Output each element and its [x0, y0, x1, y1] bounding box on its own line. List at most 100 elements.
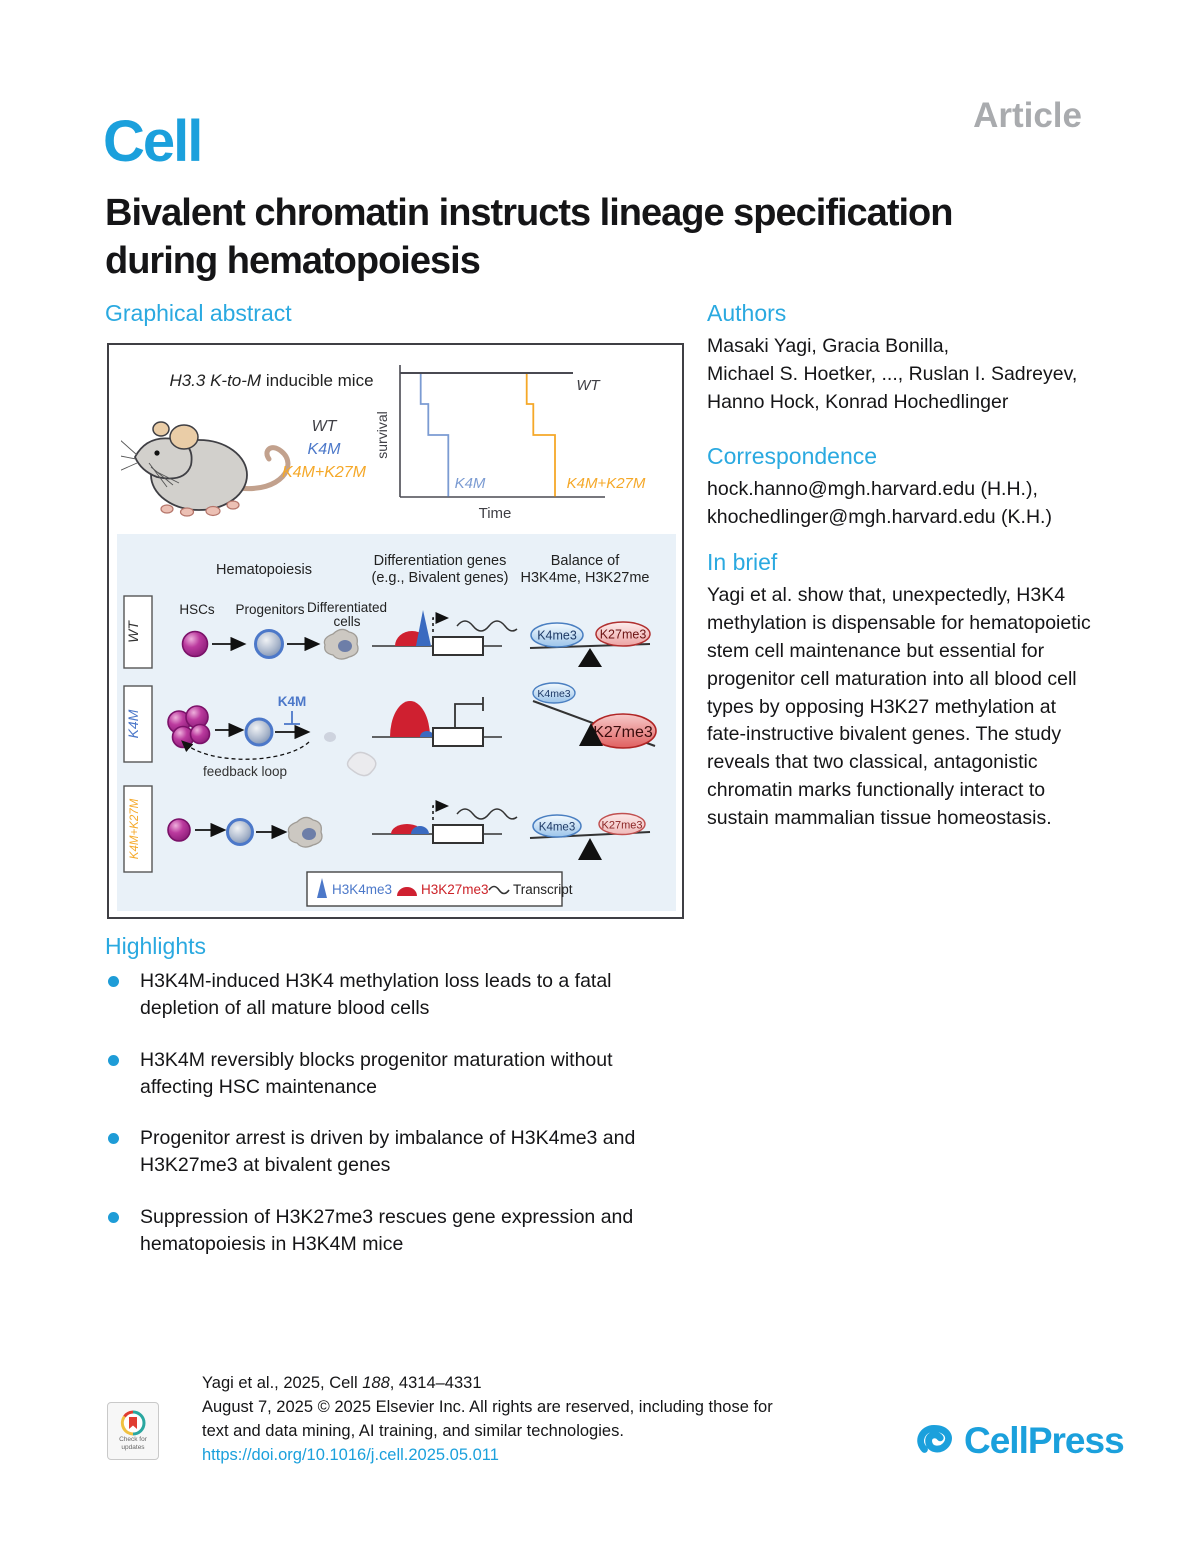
row-box-k4m-k27m: [123, 785, 153, 873]
hematopoiesis-panel: Hematopoiesis Differentiation genes (e.g…: [117, 534, 676, 911]
gene-box-wt: [432, 636, 484, 656]
cellpress-wordmark: CellPress: [964, 1420, 1125, 1461]
transcript-wave: [456, 620, 518, 632]
k27me3-label: K27me3: [593, 724, 653, 741]
legend-h3k4me3-icon: [317, 878, 327, 898]
correspondence-email[interactable]: khochedlinger@mgh.harvard.edu (K.H.): [707, 505, 1052, 528]
row-box-k4m: [123, 685, 153, 763]
gene-box-k4m: [432, 727, 484, 747]
cell-nucleus: [302, 828, 316, 840]
k4me3-weight-small: [532, 682, 576, 704]
differentiated-label-2: cells: [333, 614, 360, 629]
transcript-wave: [456, 808, 518, 820]
correspondence-email[interactable]: hock.hanno@mgh.harvard.edu (H.H.),: [707, 478, 1038, 500]
correspondence-heading: Correspondence: [707, 443, 878, 469]
repression-icon: [454, 697, 484, 728]
curve-k4m: [400, 372, 450, 497]
highlight-item: H3K4M reversibly blocks progenitor matur…: [105, 1047, 657, 1102]
cellpress-glyph-icon: [917, 1424, 952, 1453]
bullet-icon: [108, 1211, 119, 1223]
mouse-feet: [160, 500, 240, 517]
bullet-icon: [108, 1054, 119, 1066]
k4me3-label: K4me3: [539, 822, 575, 834]
wt-curve-label: WT: [576, 377, 601, 394]
in-brief-text: Yagi et al. show that, unexpectedly, H3K…: [707, 584, 1091, 829]
transcription-arrow: [432, 612, 449, 632]
diagram-legend: H3K4me3 H3K27me3 Transcript: [306, 871, 573, 907]
inhibition-tbar-icon: [284, 711, 300, 725]
balance-fulcrum: [579, 723, 603, 746]
legend-transcript-label: Transcript: [513, 882, 573, 897]
k4me3-label: K4me3: [537, 629, 577, 643]
k27me3-label: K27me3: [602, 820, 643, 832]
row-box-wt: [123, 595, 153, 669]
legend-transcript-icon: [488, 885, 510, 895]
mouse-caption-italic: H3.3 K-to-M: [169, 371, 262, 390]
highlight-item: Suppression of H3K27me3 rescues gene exp…: [105, 1204, 657, 1259]
mouse-whiskers: [121, 440, 180, 488]
balance-fulcrum: [578, 838, 602, 860]
hsc-cell-rescue: [167, 818, 191, 842]
k27me3-weight: [595, 621, 651, 647]
title-line-2: during hematopoiesis: [105, 239, 481, 282]
k27me3-weight-light: [598, 812, 646, 836]
journal-logo: Cell: [103, 109, 203, 174]
k4me3-weight: [530, 622, 584, 648]
cell-nucleus: [338, 640, 352, 652]
legend-h3k27me3-icon: [397, 887, 417, 896]
hscs-label: HSCs: [179, 602, 215, 617]
feedback-loop-label: feedback loop: [203, 764, 287, 779]
survival-chart: survival Time WT K4M K4M+K27M: [377, 365, 646, 522]
k4m-k27m-curve-label: K4M+K27M: [567, 475, 646, 492]
highlight-text: Progenitor arrest is driven by imbalance…: [140, 1127, 636, 1177]
h3k27me3-big-dome: [390, 701, 430, 737]
article-type-label: Article: [973, 96, 1082, 135]
title-line-1: Bivalent chromatin instructs lineage spe…: [105, 192, 953, 234]
copyright-line-2: text and data mining, AI training, and s…: [202, 1421, 624, 1440]
hematopoiesis-diagram: Hematopoiesis Differentiation genes (e.g…: [123, 553, 657, 907]
h3k4me3-small-dome: [411, 826, 429, 834]
mouse-illustration: [121, 421, 291, 517]
graphical-abstract-heading: Graphical abstract: [105, 300, 292, 326]
h3k4me3-small-bump: [420, 731, 434, 737]
k4me3-weight: [532, 814, 582, 838]
k4m-inhibitor-label: K4M: [278, 694, 307, 709]
bullet-icon: [108, 1133, 119, 1145]
authors-line: Masaki Yagi, Gracia Bonilla,: [707, 335, 950, 357]
highlight-text: H3K4M-induced H3K4 methylation loss lead…: [140, 970, 612, 1020]
check-for-updates-badge[interactable]: Check for updates: [107, 1402, 159, 1460]
highlight-text: H3K4M reversibly blocks progenitor matur…: [140, 1048, 613, 1098]
row-label-k4m: K4M: [125, 709, 141, 738]
highlight-item: Progenitor arrest is driven by imbalance…: [105, 1125, 657, 1180]
doi-link[interactable]: https://doi.org/10.1016/j.cell.2025.05.0…: [202, 1445, 499, 1464]
cellpress-logo[interactable]: CellPress: [912, 1420, 1125, 1462]
label-wt: WT: [311, 418, 337, 435]
highlights-heading: Highlights: [105, 933, 206, 959]
authors-line: Michael S. Hoetker, ..., Ruslan I. Sadre…: [707, 362, 1078, 385]
progenitor-cell-k4m: [244, 717, 274, 747]
row-label-wt: WT: [125, 620, 141, 643]
mouse-caption: H3.3 K-to-M inducible mice: [164, 371, 379, 391]
hsc-cell-wt: [181, 630, 209, 658]
bullet-icon: [108, 976, 119, 987]
k4m-curve-label: K4M: [455, 475, 486, 492]
citation-line: Yagi et al., 2025, Cell 188, 4314–4331: [202, 1372, 773, 1396]
col-header-balance-1: Balance of: [551, 553, 620, 569]
gene-box-rescue: [432, 824, 484, 844]
copyright-line-1: August 7, 2025 © 2025 Elsevier Inc. All …: [202, 1397, 773, 1416]
correspondence-emails: hock.hanno@mgh.harvard.edu (H.H.), khoch…: [707, 476, 1099, 532]
authors-heading: Authors: [707, 300, 787, 326]
graphical-abstract: H3.3 K-to-M inducible mice WT K4M K: [107, 343, 684, 919]
crossmark-icon: [120, 1410, 146, 1436]
citation-pages: , 4314–4331: [389, 1374, 482, 1392]
mouse-ear: [169, 424, 199, 450]
k4me3-label: K4me3: [537, 688, 570, 700]
col-header-hematopoiesis: Hematopoiesis: [216, 562, 312, 578]
highlight-text: Suppression of H3K27me3 rescues gene exp…: [140, 1205, 634, 1256]
progenitor-cell-rescue: [226, 818, 254, 846]
page-title: Bivalent chromatin instructs lineage spe…: [105, 190, 1095, 286]
mouse-eye: [154, 450, 160, 456]
legend-h3k27me3-label: H3K27me3: [421, 882, 489, 897]
highlight-item: H3K4M-induced H3K4 methylation loss lead…: [105, 968, 657, 1023]
